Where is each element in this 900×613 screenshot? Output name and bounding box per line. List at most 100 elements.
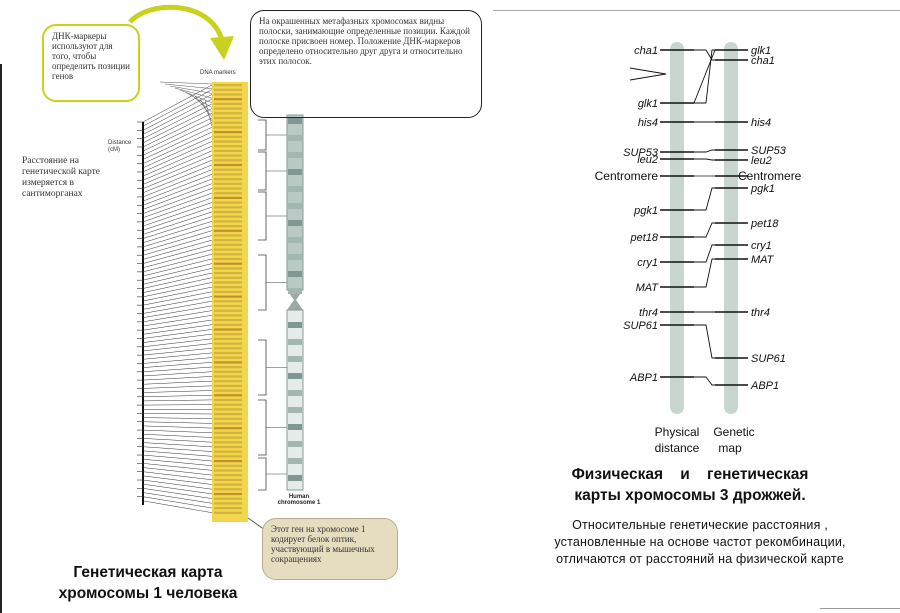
- gene-connector: [694, 324, 715, 359]
- marker-row: [214, 361, 242, 364]
- physical-distance-bar: [670, 42, 684, 414]
- marker-link: [142, 282, 213, 298]
- marker-row: [214, 88, 242, 91]
- marker-link: [179, 89, 213, 104]
- marker-row: [214, 187, 242, 190]
- physical-label: MAT: [636, 282, 660, 294]
- chromosome-band: [288, 220, 302, 226]
- marker-row: [214, 436, 242, 439]
- marker-link: [142, 488, 213, 499]
- marker-link: [169, 85, 213, 94]
- bottom-border: [820, 608, 900, 609]
- band-bracket: [258, 119, 267, 151]
- marker-link: [142, 438, 213, 443]
- glk1-connector: [693, 49, 716, 104]
- chromosome-band: [288, 254, 302, 260]
- marker-link: [142, 492, 213, 504]
- physical-label: cha1: [634, 45, 658, 57]
- marker-link: [142, 347, 213, 356]
- axis-physical-1: Physical: [655, 425, 700, 439]
- marker-link: [142, 244, 213, 264]
- marker-link: [142, 164, 213, 194]
- marker-link: [142, 394, 213, 398]
- marker-row: [214, 276, 242, 279]
- marker-link: [142, 442, 213, 448]
- marker-row: [214, 257, 242, 261]
- marker-row: [214, 215, 242, 218]
- marker-link: [142, 221, 213, 243]
- marker-link: [142, 319, 213, 331]
- marker-link: [142, 159, 213, 189]
- marker-link: [142, 141, 213, 173]
- marker-row: [214, 173, 242, 176]
- marker-link: [142, 338, 213, 348]
- marker-row: [214, 384, 242, 387]
- marker-row: [214, 323, 242, 326]
- axis-genetic-1: Genetic: [713, 425, 754, 439]
- marker-link: [142, 169, 213, 198]
- marker-row: [214, 380, 242, 383]
- marker-link: [142, 376, 213, 381]
- chromosome-band: [288, 288, 302, 294]
- marker-link: [142, 305, 213, 318]
- marker-link: [142, 385, 213, 389]
- physical-label: thr4: [639, 307, 658, 319]
- marker-link: [142, 103, 213, 139]
- marker-row: [214, 398, 242, 402]
- gene-connector: [694, 187, 715, 211]
- marker-row: [214, 102, 242, 105]
- marker-link: [142, 136, 213, 169]
- marker-row: [214, 178, 242, 181]
- gene-connector: [694, 158, 715, 161]
- physical-label: his4: [638, 117, 658, 129]
- marker-link: [142, 268, 213, 285]
- marker-row: [214, 131, 242, 134]
- gene-connector: [694, 376, 715, 386]
- gene-connector: [694, 244, 715, 263]
- marker-row: [214, 347, 242, 350]
- marker-link: [142, 417, 213, 419]
- marker-link: [142, 98, 213, 135]
- marker-row: [214, 455, 242, 458]
- marker-row: [214, 262, 242, 265]
- marker-row: [214, 413, 242, 416]
- marker-link: [142, 413, 213, 415]
- marker-row: [214, 304, 242, 308]
- marker-row: [214, 511, 242, 514]
- chromosome-band: [288, 118, 302, 124]
- marker-link: [142, 483, 213, 495]
- marker-row: [214, 356, 242, 359]
- band-bracket: [258, 191, 267, 241]
- marker-row: [214, 389, 242, 392]
- physical-label: leu2: [637, 154, 658, 166]
- marker-link: [142, 258, 213, 277]
- chromosome-band: [288, 356, 302, 362]
- marker-row: [214, 267, 242, 270]
- marker-row: [214, 417, 242, 420]
- human-chromosome-map: [128, 4, 304, 531]
- marker-link: [142, 471, 213, 481]
- chromosome-band: [288, 186, 302, 192]
- marker-row: [214, 145, 242, 148]
- marker-link: [142, 425, 213, 429]
- genetic-map-bar: [724, 42, 738, 414]
- marker-link: [142, 192, 213, 218]
- chromosome-1: [286, 114, 304, 291]
- marker-row: [214, 253, 242, 256]
- left-caption-line1: Генетическая карта: [73, 564, 223, 581]
- marker-row: [214, 478, 242, 481]
- marker-row: [214, 441, 242, 444]
- genetic-label: leu2: [751, 155, 772, 167]
- genetic-label: pet18: [750, 218, 779, 230]
- axis-genetic-2: map: [718, 441, 742, 455]
- marker-row: [214, 210, 242, 214]
- callout-dna-markers: ДНК-маркеры используют для того, чтобы о…: [42, 24, 140, 102]
- physical-label: pgk1: [633, 205, 658, 217]
- marker-row: [214, 445, 242, 449]
- marker-link: [142, 329, 213, 339]
- chromosome-band: [288, 271, 302, 277]
- callout-arrow-head: [210, 36, 234, 60]
- marker-link: [142, 479, 213, 490]
- marker-link: [142, 390, 213, 393]
- marker-link: [142, 188, 213, 214]
